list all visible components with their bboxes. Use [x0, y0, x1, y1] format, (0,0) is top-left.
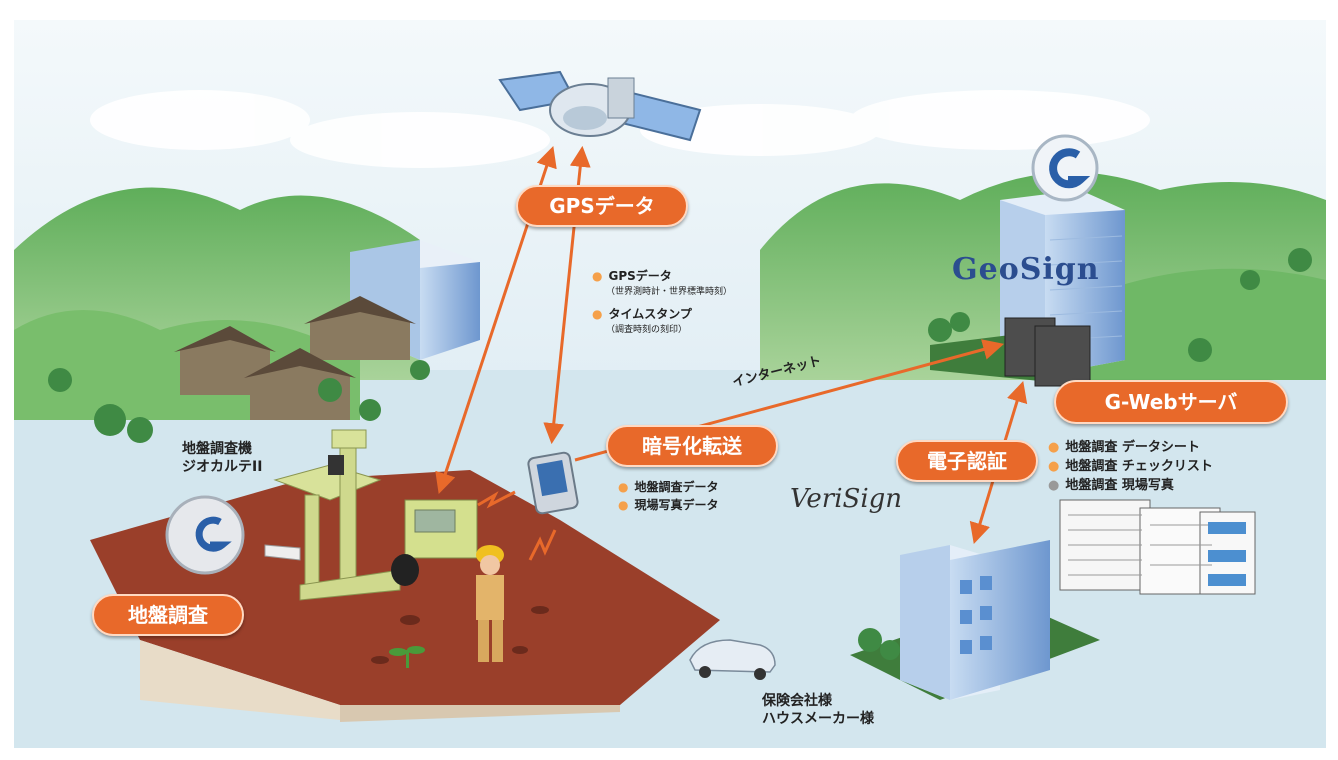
gps-info-item2-note: （調査時刻の刻印）: [606, 325, 688, 335]
town-left: [48, 240, 480, 443]
ground-survey-pill: 地盤調査: [92, 594, 244, 636]
gps-data-pill: GPSデータ: [516, 185, 688, 227]
geosign-logo: GeoSign: [952, 252, 1100, 287]
insurance-building: [850, 540, 1100, 700]
server-doc-item: 地盤調査 現場写真: [1065, 478, 1174, 493]
survey-machine: [264, 429, 478, 601]
bullet-icon: ●: [592, 269, 603, 283]
sprout: [389, 646, 425, 668]
insurance-label-2: ハウスメーカー様: [762, 711, 874, 727]
verisign-logo: VeriSign: [790, 484, 903, 514]
server-doc-item: 地盤調査 チェックリスト: [1065, 459, 1213, 474]
satellite: [498, 70, 702, 142]
encrypted-transfer-pill: 暗号化転送: [606, 425, 778, 467]
hill-right: [1080, 268, 1326, 380]
insurance-label-1: 保険会社様: [762, 693, 832, 709]
survey-site: [90, 470, 720, 722]
server-doc-item: 地盤調査 データシート: [1065, 440, 1200, 455]
geosign-building: [928, 134, 1312, 387]
gps-info-item1: GPSデータ: [608, 269, 672, 283]
document-sheets: [1059, 499, 1256, 595]
gps-info: ● GPSデータ （世界測時計・世界標準時刻） ● タイムスタンプ （調査時刻の刻印…: [592, 268, 732, 338]
e-auth-pill: 電子認証: [896, 440, 1038, 482]
pda-device: [527, 451, 579, 515]
bullet-icon: ●: [618, 480, 629, 494]
transfer-item: 現場写真データ: [634, 498, 719, 512]
bullet-icon: ●: [618, 498, 629, 512]
g-web-server-pill: G-Webサーバ: [1054, 380, 1288, 424]
bullet-icon: ●: [592, 307, 603, 321]
bullet-icon: ●: [1048, 459, 1060, 474]
server-docs: ● 地盤調査 データシート ● 地盤調査 チェックリスト ● 地盤調査 現場写真: [1048, 438, 1213, 495]
worker: [476, 545, 504, 662]
bullet-icon: ●: [1048, 440, 1060, 455]
transfer-items: ● 地盤調査データ ● 現場写真データ: [618, 478, 719, 514]
transfer-item: 地盤調査データ: [634, 480, 719, 494]
survey-machine-label-2: ジオカルテII: [182, 459, 263, 475]
gps-info-item1-note: （世界測時計・世界標準時刻）: [606, 287, 733, 297]
gps-info-item2: タイムスタンプ: [608, 307, 692, 321]
bullet-icon: ●: [1048, 478, 1060, 493]
car: [689, 639, 776, 680]
radio-bolts: [477, 490, 557, 561]
clouds: [90, 90, 1150, 168]
survey-machine-label-1: 地盤調査機: [182, 441, 252, 457]
